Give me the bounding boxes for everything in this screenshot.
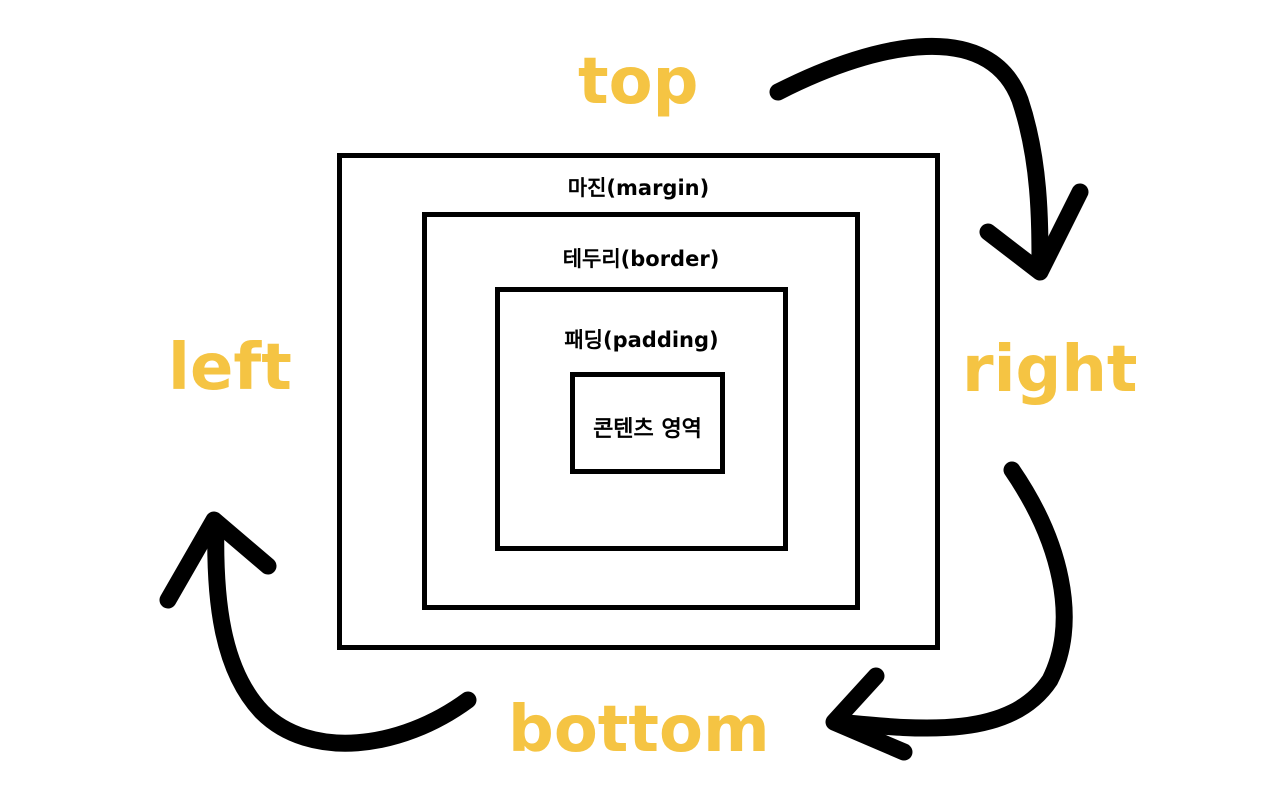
padding-box: 패딩(padding) — [495, 287, 788, 551]
label-top: top — [578, 45, 699, 119]
arrowhead-right — [979, 183, 1089, 281]
content-label: 콘텐츠 영역 — [593, 417, 702, 442]
arrowhead-left — [159, 511, 277, 609]
label-bottom: bottom — [508, 693, 770, 767]
margin-label: 마진(margin) — [567, 176, 710, 200]
label-right: right — [962, 333, 1138, 407]
arrowhead-bottom — [825, 667, 913, 761]
label-left: left — [168, 331, 292, 405]
border-label: 테두리(border) — [562, 247, 720, 271]
padding-label: 패딩(padding) — [564, 328, 719, 352]
content-box: 콘텐츠 영역 — [570, 372, 725, 474]
